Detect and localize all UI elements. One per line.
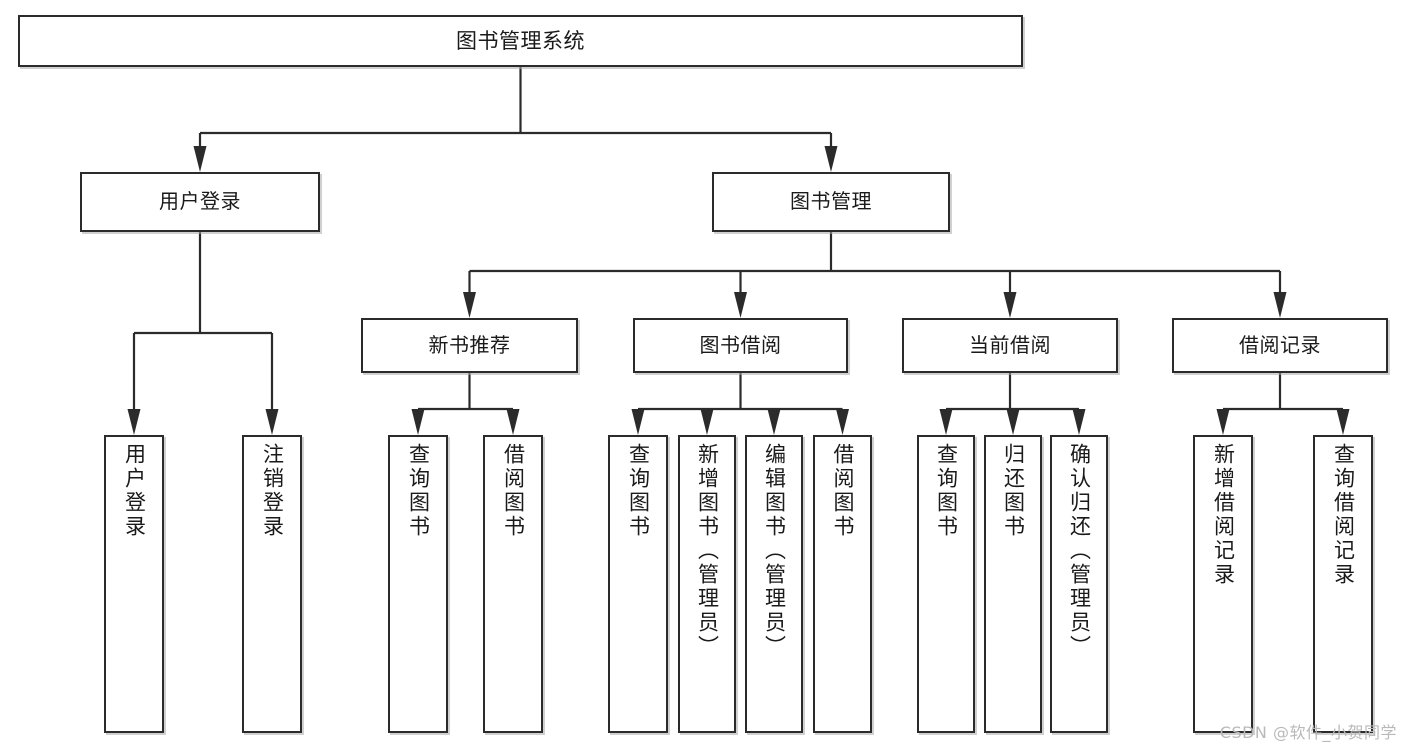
connector-arrow-icon xyxy=(411,409,425,435)
node-leaf-add-record[interactable]: 新增借阅记录 xyxy=(1193,435,1253,733)
node-leaf-user-login[interactable]: 用户登录 xyxy=(104,435,164,733)
node-book-manage[interactable]: 图书管理 xyxy=(712,172,950,232)
connector-arrow-icon xyxy=(193,146,207,172)
node-label: 查询图书 xyxy=(406,443,431,539)
node-label: 新书推荐 xyxy=(428,332,511,357)
connector-arrow-icon xyxy=(836,409,849,435)
connector-arrow-icon xyxy=(265,409,279,435)
watermark-label: CSDN @软件_小贺同学 xyxy=(1219,723,1397,742)
node-label: 图书管理系统 xyxy=(456,28,585,53)
node-leaf-user-logout[interactable]: 注销登录 xyxy=(242,435,302,733)
connector-arrow-icon xyxy=(824,146,838,172)
node-label: 查询图书 xyxy=(626,443,651,539)
node-label: 图书管理 xyxy=(790,189,872,214)
node-book-borrow[interactable]: 图书借阅 xyxy=(633,318,848,373)
node-root[interactable]: 图书管理系统 xyxy=(18,15,1023,67)
node-label: 查询借阅记录 xyxy=(1331,443,1356,587)
node-label: 查询图书 xyxy=(934,443,959,539)
node-leaf-query-book-2[interactable]: 查询图书 xyxy=(608,435,668,733)
connector-arrow-icon xyxy=(1006,409,1020,435)
node-label: 新增借阅记录 xyxy=(1211,443,1236,587)
node-leaf-borrow-book-1[interactable]: 借阅图书 xyxy=(483,435,543,733)
node-current-borrow[interactable]: 当前借阅 xyxy=(902,318,1118,373)
node-label: 注销登录 xyxy=(260,443,285,539)
node-label: 用户登录 xyxy=(159,189,241,214)
node-leaf-edit-book[interactable]: 编辑图书（管理员） xyxy=(745,435,803,733)
connector-arrow-icon xyxy=(939,409,953,435)
node-label: 图书借阅 xyxy=(699,332,782,357)
node-leaf-query-record[interactable]: 查询借阅记录 xyxy=(1313,435,1373,733)
connector-arrow-icon xyxy=(1216,409,1230,435)
connector-arrow-icon xyxy=(1003,292,1017,318)
node-label: 借阅记录 xyxy=(1239,332,1321,357)
node-label: 编辑图书（管理员） xyxy=(762,443,787,659)
node-label: 归还图书 xyxy=(1001,443,1026,539)
node-label: 当前借阅 xyxy=(969,332,1051,357)
connector-arrow-icon xyxy=(631,409,645,435)
node-user-login[interactable]: 用户登录 xyxy=(80,172,320,232)
node-leaf-add-book[interactable]: 新增图书（管理员） xyxy=(678,435,736,733)
node-leaf-query-book-1[interactable]: 查询图书 xyxy=(388,435,448,733)
connector-arrow-icon xyxy=(1336,409,1350,435)
node-borrow-record[interactable]: 借阅记录 xyxy=(1172,318,1388,373)
node-label: 新增图书（管理员） xyxy=(695,443,720,659)
connector-arrow-icon xyxy=(127,409,141,435)
node-label: 用户登录 xyxy=(122,443,147,539)
connector-arrow-icon xyxy=(506,409,520,435)
node-label: 确认归还（管理员） xyxy=(1067,443,1092,659)
connector-arrow-icon xyxy=(767,409,781,435)
node-leaf-borrow-book-2[interactable]: 借阅图书 xyxy=(813,435,872,733)
connector-arrow-icon xyxy=(1072,409,1086,435)
connector-arrow-icon xyxy=(463,292,476,318)
node-label: 借阅图书 xyxy=(831,443,855,539)
node-leaf-confirm-return[interactable]: 确认归还（管理员） xyxy=(1050,435,1108,733)
connector-arrow-icon xyxy=(1273,292,1287,318)
node-leaf-query-book-3[interactable]: 查询图书 xyxy=(917,435,975,733)
node-label: 借阅图书 xyxy=(501,443,526,539)
node-leaf-return-book[interactable]: 归还图书 xyxy=(984,435,1042,733)
node-new-book-rec[interactable]: 新书推荐 xyxy=(361,318,578,373)
connector-arrow-icon xyxy=(700,409,714,435)
connector-arrow-icon xyxy=(734,292,747,318)
